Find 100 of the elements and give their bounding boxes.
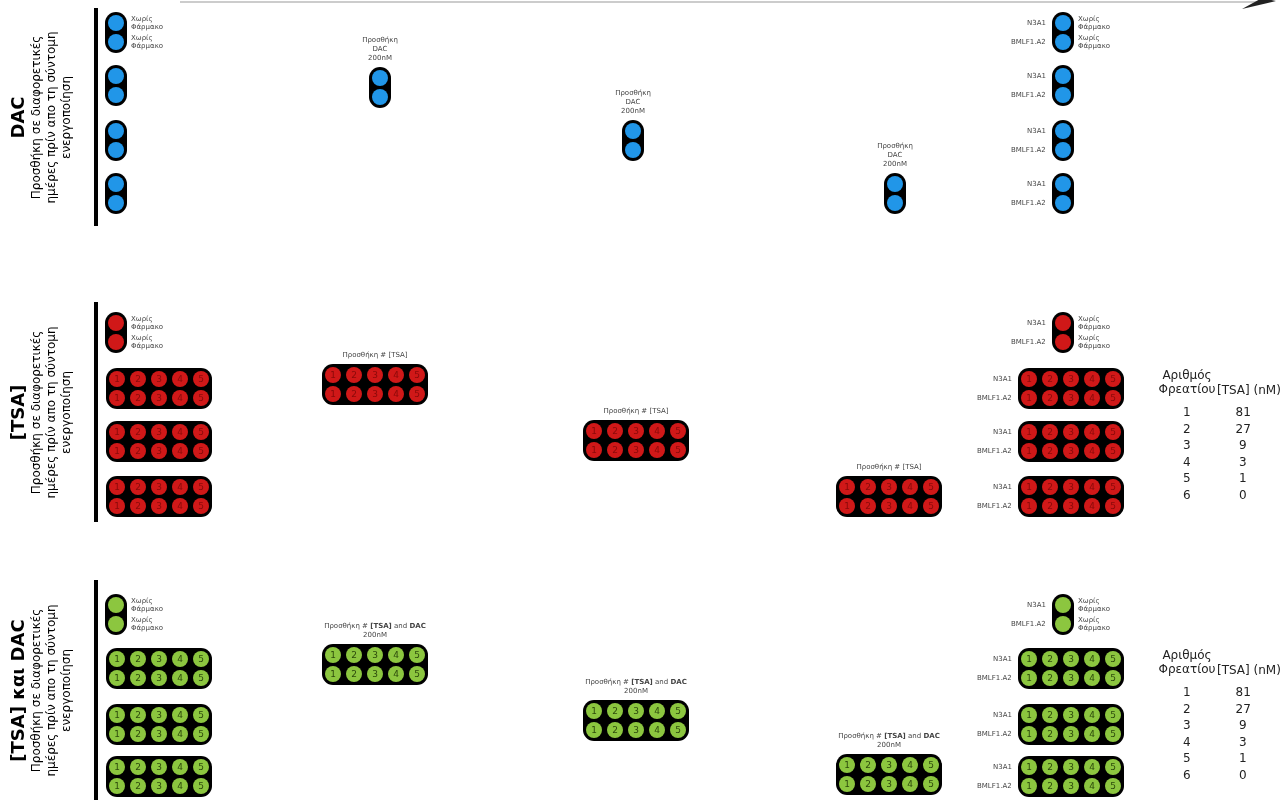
table-cell: 3 (1239, 734, 1247, 749)
well: 2 (1042, 479, 1058, 495)
well: 3 (1063, 651, 1079, 667)
well-strip (836, 476, 942, 517)
well: 4 (1084, 479, 1100, 495)
well: 2 (1042, 498, 1058, 514)
well: 3 (628, 442, 644, 458)
well-pair (105, 173, 127, 214)
well: 4 (172, 651, 188, 667)
table-cell: 1 (1183, 685, 1191, 699)
well: 2 (130, 371, 146, 387)
well: 1 (109, 390, 125, 406)
well: 2 (130, 726, 146, 742)
well: 5 (193, 443, 209, 459)
well: 2 (130, 390, 146, 406)
well: 2 (607, 703, 623, 719)
well: 2 (607, 442, 623, 458)
well: 3 (628, 703, 644, 719)
well-pair (1052, 120, 1074, 161)
well: 5 (1105, 390, 1121, 406)
well: 4 (902, 776, 918, 792)
well: 5 (193, 498, 209, 514)
well: 3 (881, 479, 897, 495)
well: 5 (409, 666, 425, 682)
well: 3 (628, 423, 644, 439)
section-subtitle: Προσθήκη σε διαφορετικές ημέρες πρίν απο τη σύντομη ενεργοποίηση (28, 602, 74, 779)
table-cell: 0 (1239, 487, 1247, 502)
well: 3 (1063, 390, 1079, 406)
well-pair (1052, 312, 1074, 353)
well: 2 (130, 759, 146, 775)
well: 4 (902, 479, 918, 495)
section-title: [TSA] (6, 383, 29, 442)
well: 2 (130, 651, 146, 667)
well: 4 (1084, 651, 1100, 667)
well: 2 (1042, 778, 1058, 794)
well: 3 (881, 757, 897, 773)
well: 3 (151, 778, 167, 794)
well: 2 (860, 757, 876, 773)
well: 1 (109, 651, 125, 667)
well: 5 (1105, 424, 1121, 440)
well: 2 (130, 424, 146, 440)
well: 1 (109, 498, 125, 514)
well: 3 (367, 367, 383, 383)
well: 1 (1021, 443, 1037, 459)
well: 2 (130, 443, 146, 459)
well: 4 (1084, 759, 1100, 775)
well: 3 (151, 424, 167, 440)
well: 5 (1105, 670, 1121, 686)
well: 1 (109, 670, 125, 686)
well: 4 (388, 367, 404, 383)
well: 4 (1084, 443, 1100, 459)
well: 5 (1105, 726, 1121, 742)
well: 3 (367, 386, 383, 402)
well: 3 (151, 479, 167, 495)
well-strip (106, 704, 212, 745)
well: 1 (109, 759, 125, 775)
well-pair (1052, 594, 1074, 635)
well: 1 (325, 666, 341, 682)
well: 1 (325, 386, 341, 402)
well-strip (583, 420, 689, 461)
well: 5 (409, 367, 425, 383)
well: 4 (172, 390, 188, 406)
well: 3 (151, 443, 167, 459)
well: 4 (1084, 707, 1100, 723)
well: 5 (923, 757, 939, 773)
well: 2 (130, 498, 146, 514)
well: 3 (151, 371, 167, 387)
well: 1 (325, 367, 341, 383)
well: 3 (367, 666, 383, 682)
well: 4 (172, 707, 188, 723)
well: 1 (839, 776, 855, 792)
well-strip (1018, 421, 1124, 462)
table-cell: 81 (1235, 685, 1251, 699)
well: 3 (151, 651, 167, 667)
section-title: [TSA] και DAC (6, 617, 29, 764)
table-cell: 9 (1239, 718, 1247, 732)
well: 4 (388, 647, 404, 663)
well: 3 (1063, 424, 1079, 440)
well: 2 (130, 479, 146, 495)
well: 5 (1105, 498, 1121, 514)
well: 5 (1105, 371, 1121, 387)
well: 4 (1084, 498, 1100, 514)
table-cell: 0 (1239, 767, 1247, 782)
well: 1 (325, 647, 341, 663)
well: 5 (1105, 651, 1121, 667)
well: 1 (1021, 726, 1037, 742)
table-cell: 2 (1183, 421, 1191, 436)
well: 2 (860, 498, 876, 514)
well-pair (105, 12, 127, 53)
well-strip (322, 364, 428, 405)
well: 1 (1021, 390, 1037, 406)
well: 4 (172, 498, 188, 514)
well: 1 (109, 424, 125, 440)
table-cell: 1 (1183, 405, 1191, 419)
well: 5 (1105, 778, 1121, 794)
well: 3 (151, 390, 167, 406)
well: 4 (172, 670, 188, 686)
well: 5 (193, 670, 209, 686)
well: 5 (1105, 479, 1121, 495)
table-cell: 4 (1183, 734, 1191, 749)
